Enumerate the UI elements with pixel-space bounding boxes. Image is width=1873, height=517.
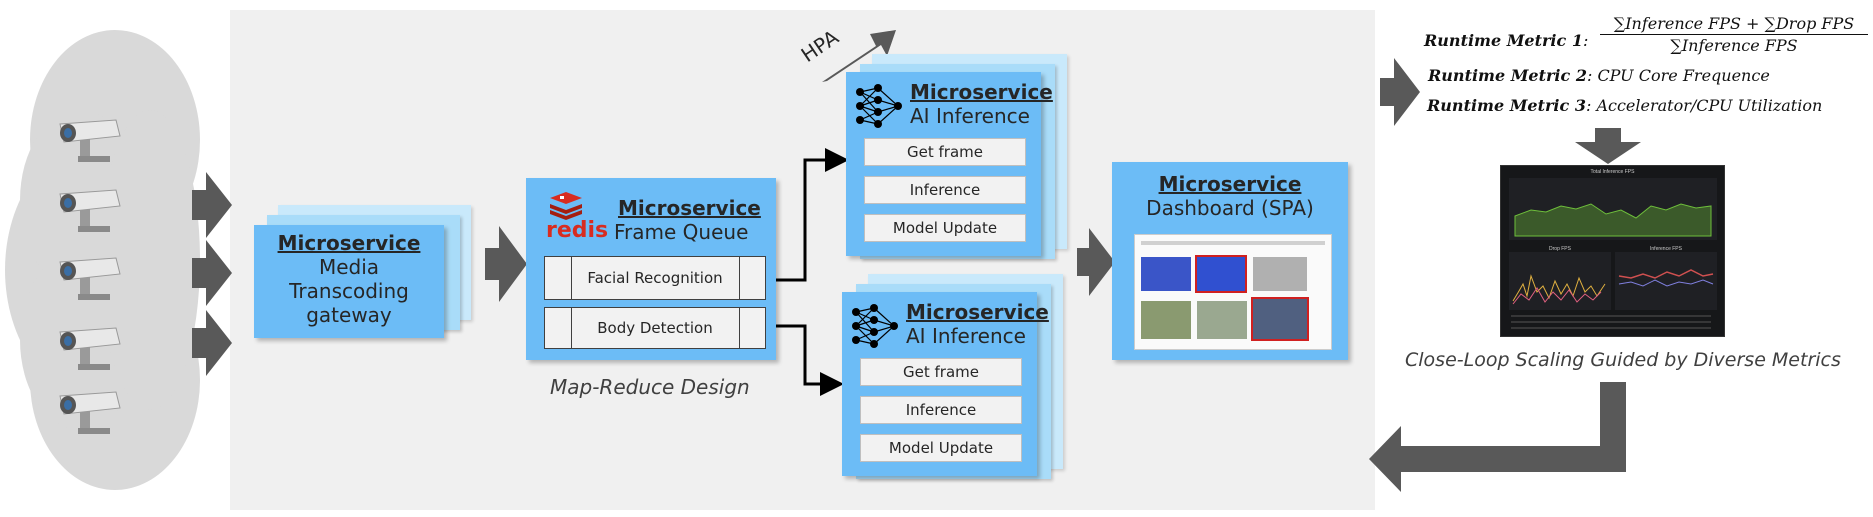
queue-row-label: Body Detection <box>597 319 713 337</box>
redis-logo-icon <box>550 192 582 220</box>
gateway-line1: Media <box>318 255 380 279</box>
inference-bottom-title: Microservice <box>906 300 1049 324</box>
inference-top-title: Microservice <box>910 80 1053 104</box>
inference-bottom-subtitle: AI Inference <box>906 324 1026 348</box>
metric-1-label: Runtime Metric 1 <box>1424 31 1583 50</box>
dashboard-box: Microservice Dashboard (SPA) <box>1112 162 1348 360</box>
metric-1-denominator: ∑Inference FPS <box>1670 36 1798 55</box>
dashboard-subtitle: Dashboard (SPA) <box>1146 196 1314 220</box>
hpa-arrow <box>822 30 896 82</box>
gateway-line3: gateway <box>306 303 392 327</box>
camera-icon <box>59 327 121 370</box>
inference-step: Inference <box>864 176 1026 204</box>
metric-1-numerator: ∑Inference FPS + ∑Drop FPS <box>1600 14 1868 35</box>
gateway-to-queue-arrow <box>485 226 527 302</box>
metric-3-text: Accelerator/CPU Utilization <box>1596 96 1823 115</box>
camera-icon <box>59 119 121 162</box>
map-reduce-caption: Map-Reduce Design <box>550 375 750 399</box>
inference-to-dashboard-arrow <box>1077 228 1115 296</box>
get-frame-step: Get frame <box>860 358 1022 386</box>
metric-1-fraction: ∑Inference FPS + ∑Drop FPS ∑Inference FP… <box>1600 14 1868 55</box>
metric-2-label: Runtime Metric 2 <box>1428 66 1587 85</box>
neural-network-icon <box>856 84 902 128</box>
camera-icon <box>59 257 121 300</box>
redis-logo-text: redis <box>546 218 609 243</box>
gateway-line2: Transcoding <box>289 279 409 303</box>
grafana-plots <box>1509 178 1717 329</box>
dashboard-to-metrics-arrow <box>1380 58 1420 126</box>
metric-2: Runtime Metric 2: CPU Core Frequence <box>1428 66 1770 85</box>
gateway-title: Microservice <box>277 231 421 255</box>
camera-icon <box>59 391 121 434</box>
model-update-step: Model Update <box>864 214 1026 242</box>
inference-bottom-box: Microservice AI Inference Get frame Infe… <box>842 292 1049 476</box>
grafana-panel-top-title: Total Inference FPS <box>1590 169 1635 175</box>
dashboard-title: Microservice <box>1158 172 1302 196</box>
get-frame-step: Get frame <box>864 138 1026 166</box>
camera-icon <box>59 189 121 232</box>
grafana-panel-left-title: Drop FPS <box>1549 246 1571 252</box>
grafana-dashboard: Total Inference FPS Drop FPS Inference F… <box>1500 165 1725 337</box>
metrics-to-grafana-arrow <box>1575 128 1641 164</box>
gateway-box: Microservice Media Transcoding gateway <box>254 225 444 338</box>
queue-to-inference-bottom-line <box>765 324 844 396</box>
queue-row-facial: Facial Recognition <box>544 256 766 300</box>
inference-top-subtitle: AI Inference <box>910 104 1030 128</box>
queue-subtitle: Frame Queue <box>614 220 749 244</box>
dashboard-screenshot <box>1134 234 1332 350</box>
scaling-caption: Close-Loop Scaling Guided by Diverse Met… <box>1405 349 1841 371</box>
queue-row-body: Body Detection <box>544 307 766 349</box>
queue-row-label: Facial Recognition <box>587 269 723 287</box>
model-update-step: Model Update <box>860 434 1022 462</box>
metric-2-text: CPU Core Frequence <box>1597 66 1770 85</box>
loopback-arrow <box>1369 382 1626 492</box>
grafana-panel-right-title: Inference FPS <box>1650 246 1682 252</box>
frame-queue-box: redis Microservice Frame Queue Facial Re… <box>526 178 776 360</box>
queue-to-inference-top-line <box>765 148 849 282</box>
inference-step: Inference <box>860 396 1022 424</box>
neural-network-icon <box>852 304 898 348</box>
inference-top-box: Microservice AI Inference Get frame Infe… <box>846 72 1053 256</box>
metric-1: Runtime Metric 1: <box>1424 31 1589 50</box>
metric-3-label: Runtime Metric 3 <box>1427 96 1586 115</box>
queue-title: Microservice <box>618 196 761 220</box>
metric-3: Runtime Metric 3: Accelerator/CPU Utiliz… <box>1427 96 1823 115</box>
camera-to-gateway-arrows <box>192 172 232 376</box>
